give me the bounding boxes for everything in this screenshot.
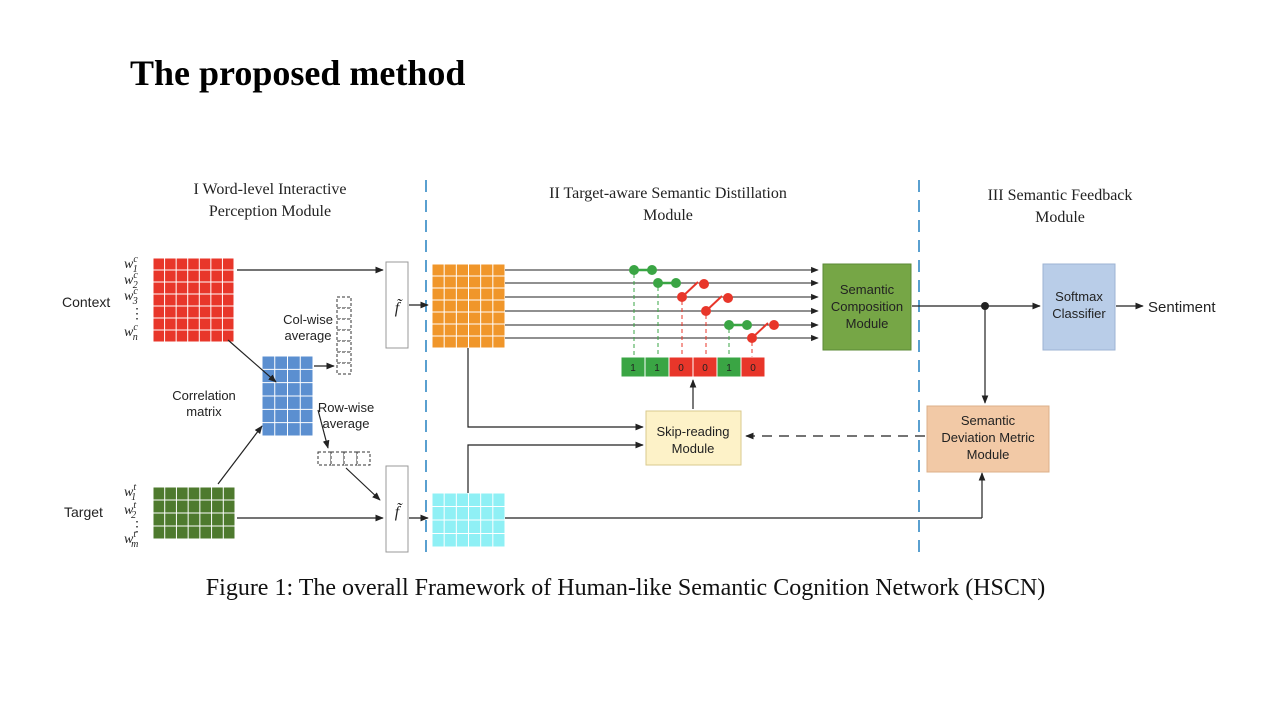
softmax-classifier [1042, 263, 1116, 351]
target-matrix [152, 486, 236, 540]
target-representation-matrix [431, 492, 506, 548]
gate-switch-lever [681, 281, 699, 298]
attention-function-symbol-target: f̃ [395, 503, 403, 521]
module-2-heading: II Target-aware Semantic Distillation [549, 185, 787, 202]
attention-function-box-target [385, 465, 409, 553]
semantic-composition-label-line3: Module [846, 316, 889, 331]
module-3-heading-line2: Module [1035, 209, 1085, 226]
target-label: Target [64, 504, 103, 520]
deviation-label-line3: Module [967, 447, 1010, 462]
deviation-label: Semantic [961, 413, 1016, 428]
rowwise-average-label-line2: average [323, 416, 370, 431]
skip-gate-lines [505, 265, 819, 357]
attention-function-symbol-context: f̃ [395, 299, 403, 317]
colwise-average-label-line2: average [285, 328, 332, 343]
gate-bit-vector: 1 1 0 0 1 0 [620, 356, 766, 378]
gate-bit-1: 1 [630, 363, 636, 374]
module-1-heading: I Word-level Interactive [193, 181, 346, 198]
module-1-arrows [217, 266, 429, 522]
gate-switch-open [769, 320, 779, 330]
module-1-heading-line2: Perception Module [209, 203, 331, 220]
semantic-composition-module [822, 263, 912, 351]
branch-point-dot [981, 302, 989, 310]
attention-function-box-context [385, 261, 409, 349]
sentiment-output-label: Sentiment [1148, 299, 1216, 316]
semantic-composition-label-line2: Composition [831, 299, 903, 314]
semantic-deviation-metric-module [926, 405, 1050, 473]
target-word-ellipsis: ⋮ [130, 520, 144, 535]
gate-bit-2: 1 [654, 363, 660, 374]
context-word-ellipsis: ⋮ [130, 307, 144, 322]
context-representation-matrix [431, 263, 506, 349]
context-matrix [152, 257, 235, 343]
slide-title: The proposed method [130, 53, 466, 93]
context-label: Context [62, 294, 110, 310]
skip-reading-module [645, 410, 742, 466]
colwise-average-label: Col-wise [283, 312, 333, 327]
gate-bit-5: 1 [726, 363, 732, 374]
correlation-matrix-label: Correlation [172, 388, 236, 403]
rowwise-average-vector [317, 451, 371, 466]
figure-caption-text: Figure 1: The overall Framework of Human… [205, 575, 1046, 601]
module-3-arrows [745, 302, 1144, 440]
module-2-arrows [467, 348, 986, 519]
softmax-label: Softmax [1055, 289, 1103, 304]
correlation-matrix [261, 355, 314, 437]
gate-switch-open [699, 279, 709, 289]
gate-switch-open [723, 293, 733, 303]
module-2-heading-line2: Module [643, 207, 693, 224]
matrix-fill [153, 258, 234, 342]
gate-bit-6: 0 [750, 363, 756, 374]
gate-bit-3: 0 [678, 363, 684, 374]
skip-reading-label-line2: Module [672, 441, 715, 456]
deviation-label-line2: Deviation Metric [941, 430, 1035, 445]
gate-switch-lever [751, 322, 769, 339]
skip-reading-label: Skip-reading [657, 424, 730, 439]
rowwise-average-label: Row-wise [318, 400, 374, 415]
module-3-heading: III Semantic Feedback [988, 187, 1133, 204]
semantic-composition-label: Semantic [840, 282, 895, 297]
colwise-average-vector [336, 296, 352, 375]
gate-bit-cell-6 [740, 356, 766, 378]
gate-bit-4: 0 [702, 363, 708, 374]
figure-caption: Figure 1: The overall Framework of Human… [0, 575, 1271, 602]
gate-switch-lever [705, 295, 723, 312]
correlation-matrix-label-line2: matrix [186, 404, 222, 419]
softmax-label-line2: Classifier [1052, 306, 1106, 321]
